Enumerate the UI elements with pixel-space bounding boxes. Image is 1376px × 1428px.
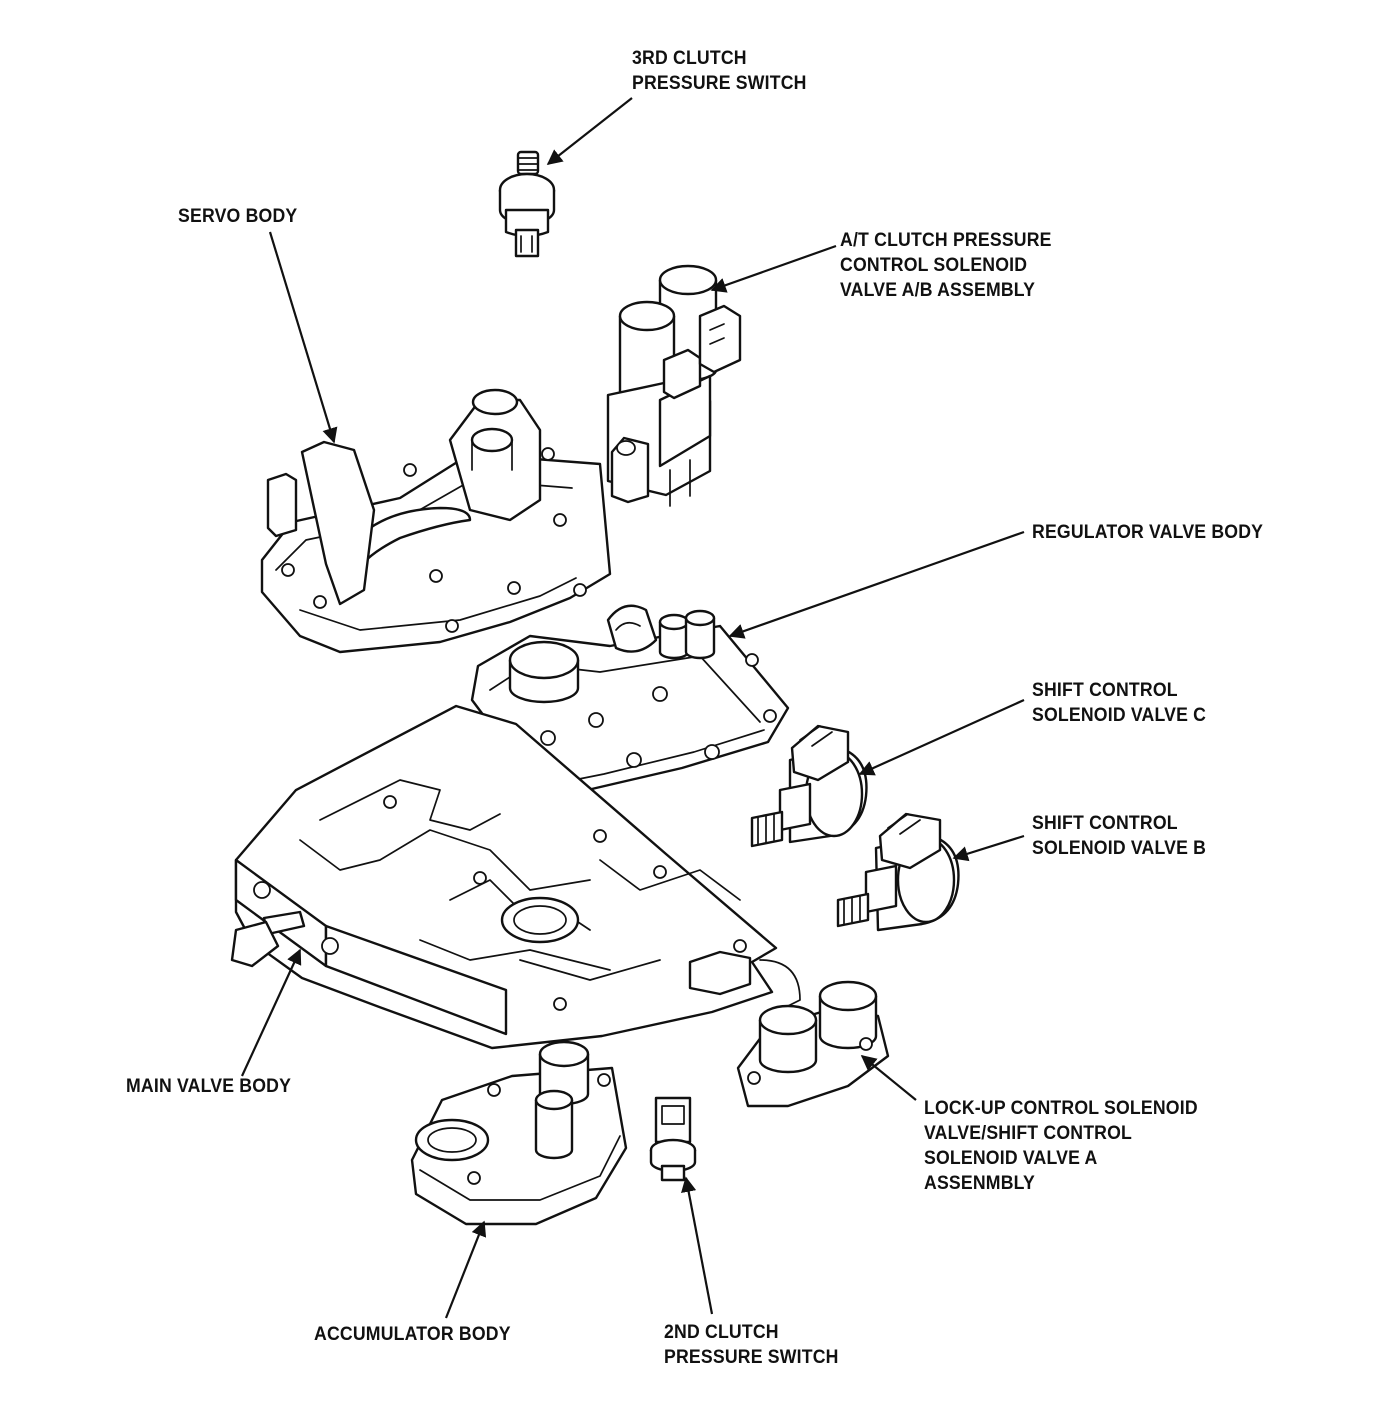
label-main-valve-body: MAIN VALVE BODY <box>126 1074 291 1099</box>
third-clutch-pressure-switch-part <box>498 150 556 258</box>
label-line: CONTROL SOLENOID <box>840 255 1028 276</box>
label-third-clutch-pressure-switch: 3RD CLUTCH PRESSURE SWITCH <box>632 46 807 96</box>
label-servo-body: SERVO BODY <box>178 204 297 229</box>
label-line: REGULATOR VALVE BODY <box>1032 522 1264 543</box>
label-line: VALVE/SHIFT CONTROL <box>924 1123 1133 1144</box>
label-line: SOLENOID VALVE C <box>1032 705 1207 726</box>
label-lockup-solenoid-assembly: LOCK-UP CONTROL SOLENOID VALVE/SHIFT CON… <box>924 1096 1198 1196</box>
label-line: A/T CLUTCH PRESSURE <box>840 230 1052 251</box>
label-line: PRESSURE SWITCH <box>664 1347 839 1368</box>
label-second-clutch-pressure-switch: 2ND CLUTCH PRESSURE SWITCH <box>664 1320 839 1370</box>
label-shift-solenoid-c: SHIFT CONTROL SOLENOID VALVE C <box>1032 678 1206 728</box>
second-clutch-pressure-switch-part <box>649 1096 697 1182</box>
label-line: 2ND CLUTCH <box>664 1322 779 1343</box>
main-valve-body-part <box>230 704 801 1050</box>
leader-lines <box>241 97 1025 1319</box>
label-line: SHIFT CONTROL <box>1032 680 1178 701</box>
label-line: ASSENMBLY <box>924 1173 1036 1194</box>
label-line: ACCUMULATOR BODY <box>314 1324 511 1345</box>
label-line: SERVO BODY <box>178 206 298 227</box>
label-shift-solenoid-b: SHIFT CONTROL SOLENOID VALVE B <box>1032 811 1206 861</box>
label-line: 3RD CLUTCH <box>632 48 747 69</box>
label-line: MAIN VALVE BODY <box>126 1076 292 1097</box>
lockup-solenoid-assembly-part <box>736 980 890 1108</box>
label-line: VALVE A/B ASSEMBLY <box>840 280 1036 301</box>
label-line: PRESSURE SWITCH <box>632 73 807 94</box>
label-line: LOCK-UP CONTROL SOLENOID <box>924 1098 1198 1119</box>
servo-body-part <box>260 388 612 654</box>
shift-solenoid-c-part <box>750 724 868 848</box>
label-line: SHIFT CONTROL <box>1032 813 1178 834</box>
shift-solenoid-b-part <box>836 812 960 932</box>
label-clutch-pressure-solenoid: A/T CLUTCH PRESSURE CONTROL SOLENOID VAL… <box>840 228 1052 303</box>
label-accumulator-body: ACCUMULATOR BODY <box>314 1322 511 1347</box>
label-line: SOLENOID VALVE B <box>1032 838 1207 859</box>
clutch-pressure-solenoid-assembly-part <box>606 264 742 507</box>
label-regulator-valve-body: REGULATOR VALVE BODY <box>1032 520 1263 545</box>
accumulator-body-part <box>410 1040 628 1226</box>
label-line: SOLENOID VALVE A <box>924 1148 1098 1169</box>
